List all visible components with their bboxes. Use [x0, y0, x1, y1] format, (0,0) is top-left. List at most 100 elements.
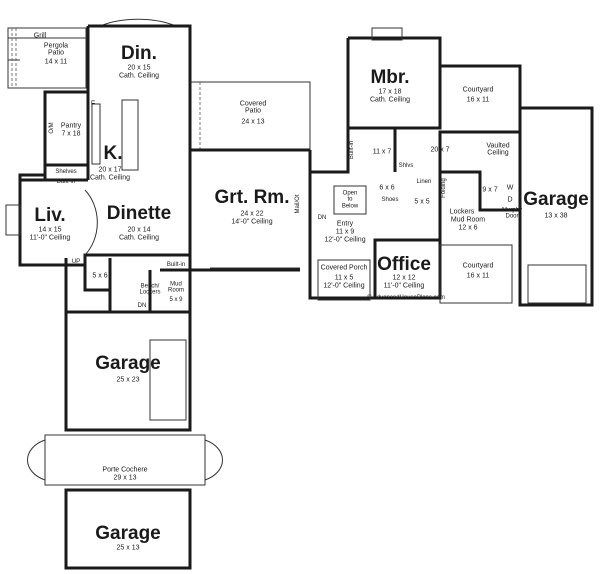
east-garage-label: Garage	[523, 189, 589, 211]
pergola-dim: 14 x 11	[44, 58, 68, 66]
dining-label: Din.	[121, 43, 157, 65]
dryer-label: D	[507, 196, 513, 204]
laundry-dim: 9 x 7	[482, 186, 498, 194]
master-bedroom-dim: 17 x 18	[378, 88, 402, 96]
office-dim: 12 x 12	[392, 274, 416, 282]
great-room-ceiling: 14'-0" Ceiling	[231, 218, 273, 226]
south-garage-dim: 25 x 13	[116, 544, 140, 552]
linen-label: Linen	[416, 178, 432, 185]
pantry-dim: 7 x 18	[61, 130, 81, 138]
fireplace	[5, 204, 21, 236]
living-label: Liv.	[34, 205, 66, 227]
dining-arc	[99, 18, 177, 27]
courtyard-1-label: Courtyard	[462, 86, 494, 94]
kitchen-walls	[20, 92, 90, 182]
covered-patio-outline	[190, 81, 311, 150]
shelves-label: Shelves	[55, 168, 77, 175]
folding-label: Folding	[440, 178, 447, 198]
great-room-dim: 24 x 22	[240, 210, 264, 218]
covered-porch-label: Covered Porch	[320, 264, 368, 272]
pergola-label: Pergola Patio	[43, 42, 69, 57]
porte-cochere-label: Porte Cochere	[102, 466, 148, 474]
east-garage-walls	[518, 106, 594, 307]
covered-porch-ceiling: 12'-0" Ceiling	[323, 282, 365, 290]
kitchen-island	[121, 99, 139, 171]
porte-cochere-arcs	[27, 439, 223, 481]
grill-label: Grill	[33, 32, 47, 40]
entry-label: Entry	[336, 220, 354, 228]
entry-dim: 11 x 9	[335, 228, 355, 236]
dining-ceiling: Cath. Ceiling	[118, 72, 160, 80]
dinette-ceiling: Cath. Ceiling	[118, 234, 160, 242]
master-walls	[346, 36, 522, 130]
builtin-label-3: Built-in	[166, 261, 186, 268]
south-garage-label: Garage	[95, 523, 161, 545]
kitchen-counter	[91, 103, 101, 165]
center-garage-walls	[64, 312, 192, 432]
mudroom-2-label: Mud Room	[450, 216, 486, 224]
master-bedroom-label: Mbr.	[370, 67, 410, 89]
shoes-label: Shoes	[381, 196, 399, 203]
bench-lockers-label: Bench/ Lockers	[139, 283, 161, 296]
master-bedroom-ceiling: Cath. Ceiling	[369, 96, 411, 104]
dinette-arc	[84, 189, 98, 256]
builtin-label-2: Built-in	[348, 140, 355, 160]
murphy-door-label: Murphy Door	[501, 207, 523, 220]
courtyard-1-dim: 16 x 11	[466, 96, 490, 104]
office-ceiling: 11'-0" Ceiling	[383, 282, 425, 290]
dinette-label: Dinette	[106, 203, 172, 225]
dining-dim: 20 x 15	[127, 64, 151, 72]
east-garage-door	[527, 264, 587, 304]
living-dim: 14 x 15	[38, 226, 62, 234]
closet-dim-3: 5 x 6	[92, 272, 108, 280]
office-label: Office	[377, 254, 431, 276]
mudroom-1-dim: 5 x 9	[169, 296, 183, 303]
f-label: F	[90, 100, 96, 108]
down-label-2: DN	[137, 302, 147, 309]
east-garage-dim: 13 x 38	[544, 212, 568, 220]
kitchen-ceiling: Cath. Ceiling	[89, 174, 131, 182]
closet-dim: 11 x 7	[372, 148, 392, 156]
porte-cochere	[44, 434, 206, 486]
porte-cochere-dim: 29 x 13	[113, 474, 137, 482]
kitchen-dim: 20 x 17	[98, 166, 122, 174]
courtyard-2	[439, 244, 513, 304]
suite-walls	[308, 128, 522, 300]
covered-patio-dim: 24 x 13	[241, 118, 265, 126]
courtyard-2-label: Courtyard	[462, 262, 494, 270]
kitchen-label: K.	[103, 143, 123, 165]
website-watermark: © AdvancedHousePlans.com	[367, 294, 445, 301]
down-label-1: DN	[317, 214, 327, 221]
up-label: UP	[71, 258, 81, 265]
covered-porch	[317, 259, 371, 301]
center-garage-label: Garage	[95, 353, 161, 375]
center-garage-dim: 25 x 23	[116, 376, 140, 384]
closet-dim-2: 6 x 6	[379, 184, 395, 192]
pergola-patio-area	[7, 27, 87, 89]
open-to-below-label: Open to Below	[341, 190, 359, 210]
south-garage-walls	[64, 488, 192, 570]
mail-label: Mail/Ot	[294, 194, 301, 214]
master-fireplace	[371, 27, 403, 41]
washer-label: W	[506, 184, 514, 192]
entry-ceiling: 12'-0" Ceiling	[324, 236, 366, 244]
center-garage-door	[149, 339, 187, 421]
covered-porch-dim: 11 x 5	[334, 274, 354, 282]
great-room-label: Grt. Rm.	[214, 187, 290, 209]
mudroom-2-dim: 12 x 6	[458, 224, 478, 232]
bath-dim: 20 x 7	[430, 146, 450, 154]
lockers-label-2: Lockers	[449, 208, 475, 216]
dinette-dim: 20 x 14	[127, 226, 151, 234]
shelves-label-2: Shlvs	[398, 162, 414, 169]
mudroom-walls	[64, 258, 192, 314]
open-to-below	[333, 185, 367, 215]
pantry-label: Pantry	[60, 122, 82, 130]
builtin-label-1: Built-in	[56, 178, 76, 185]
wc-dim: 5 x 5	[414, 198, 430, 206]
mudroom-1-label: Mud Room	[167, 281, 185, 294]
om-label: O/M	[48, 122, 55, 134]
living-ceiling: 11'-0" Ceiling	[29, 234, 71, 242]
courtyard-2-dim: 16 x 11	[466, 272, 490, 280]
covered-patio-label: Covered Patio	[239, 100, 267, 115]
